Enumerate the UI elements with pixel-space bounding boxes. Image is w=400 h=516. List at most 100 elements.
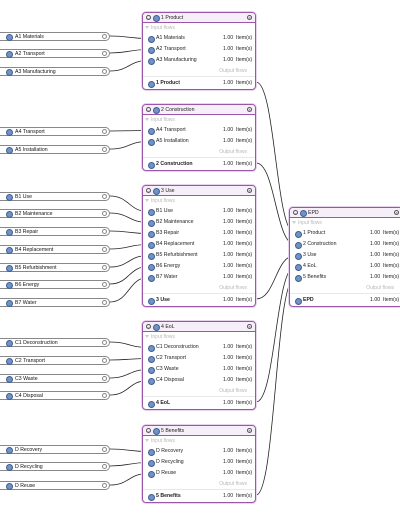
flow-unit[interactable]: Item(s) — [236, 470, 253, 476]
source-flow-pill[interactable]: D Recovery — [0, 444, 110, 454]
close-icon[interactable]: × — [247, 427, 252, 433]
flow-unit[interactable]: Item(s) — [236, 493, 253, 499]
flow-amount[interactable]: 1.00 — [223, 297, 234, 303]
flow-amount[interactable]: 1.00 — [223, 400, 234, 406]
output-port-icon[interactable] — [102, 68, 107, 74]
flow-amount[interactable]: 1.00 — [223, 366, 234, 372]
collapse-triangle-icon[interactable] — [145, 118, 149, 121]
flow-amount[interactable]: 1.00 — [223, 208, 234, 214]
flow-unit[interactable]: Item(s) — [236, 274, 253, 280]
source-flow-pill[interactable]: A4 Transport — [0, 126, 110, 136]
minimize-icon[interactable]: – — [146, 187, 151, 193]
output-port-icon[interactable] — [102, 128, 107, 134]
flow-amount[interactable]: 1.00 — [223, 80, 234, 86]
collapse-triangle-icon[interactable] — [292, 221, 296, 224]
output-port-icon[interactable] — [102, 482, 107, 488]
output-port-icon[interactable] — [102, 228, 107, 234]
output-port-icon[interactable] — [102, 264, 107, 270]
flow-amount[interactable]: 1.00 — [370, 241, 381, 247]
flow-amount[interactable]: 1.00 — [223, 127, 234, 133]
flow-amount[interactable]: 1.00 — [370, 297, 381, 303]
source-flow-pill[interactable]: B6 Energy — [0, 279, 110, 289]
minimize-icon[interactable]: – — [146, 323, 151, 329]
source-flow-pill[interactable]: C4 Disposal — [0, 390, 110, 400]
flow-amount[interactable]: 1.00 — [223, 459, 234, 465]
close-icon[interactable]: × — [247, 106, 252, 112]
output-port-icon[interactable] — [102, 146, 107, 152]
output-port-icon[interactable] — [102, 281, 107, 287]
flow-unit[interactable]: Item(s) — [236, 355, 253, 361]
close-icon[interactable]: × — [247, 323, 252, 329]
flow-amount[interactable]: 1.00 — [223, 230, 234, 236]
flow-unit[interactable]: Item(s) — [236, 219, 253, 225]
source-flow-pill[interactable]: B2 Maintenance — [0, 208, 110, 218]
source-flow-pill[interactable]: B4 Replacement — [0, 244, 110, 254]
flow-unit[interactable]: Item(s) — [383, 230, 400, 236]
output-port-icon[interactable] — [102, 446, 107, 452]
source-flow-pill[interactable]: A1 Materials — [0, 31, 110, 41]
close-icon[interactable]: × — [247, 187, 252, 193]
flow-amount[interactable]: 1.00 — [370, 252, 381, 258]
output-port-icon[interactable] — [102, 339, 107, 345]
source-flow-pill[interactable]: A2 Transport — [0, 48, 110, 58]
flow-unit[interactable]: Item(s) — [236, 252, 253, 258]
minimize-icon[interactable]: – — [146, 427, 151, 433]
flow-unit[interactable]: Item(s) — [236, 400, 253, 406]
flow-amount[interactable]: 1.00 — [223, 241, 234, 247]
flow-unit[interactable]: Item(s) — [236, 80, 253, 86]
flow-unit[interactable]: Item(s) — [236, 344, 253, 350]
flow-amount[interactable]: 1.00 — [223, 448, 234, 454]
source-flow-pill[interactable]: C1 Deconstruction — [0, 337, 110, 347]
output-port-icon[interactable] — [102, 33, 107, 39]
close-icon[interactable]: × — [247, 14, 252, 20]
flow-unit[interactable]: Item(s) — [236, 377, 253, 383]
minimize-icon[interactable]: – — [146, 14, 151, 20]
collapse-triangle-icon[interactable] — [145, 439, 149, 442]
flow-unit[interactable]: Item(s) — [236, 230, 253, 236]
flow-unit[interactable]: Item(s) — [236, 297, 253, 303]
source-flow-pill[interactable]: A3 Manufacturing — [0, 66, 110, 76]
source-flow-pill[interactable]: A5 Installation — [0, 144, 110, 154]
flow-unit[interactable]: Item(s) — [236, 127, 253, 133]
source-flow-pill[interactable]: C2 Transport — [0, 355, 110, 365]
flow-unit[interactable]: Item(s) — [236, 46, 253, 52]
flow-amount[interactable]: 1.00 — [223, 355, 234, 361]
flow-unit[interactable]: Item(s) — [236, 35, 253, 41]
flow-unit[interactable]: Item(s) — [383, 241, 400, 247]
close-icon[interactable]: × — [394, 209, 399, 215]
source-flow-pill[interactable]: B7 Water — [0, 297, 110, 307]
output-port-icon[interactable] — [102, 357, 107, 363]
flow-amount[interactable]: 1.00 — [223, 470, 234, 476]
output-port-icon[interactable] — [102, 392, 107, 398]
flow-amount[interactable]: 1.00 — [223, 219, 234, 225]
output-port-icon[interactable] — [102, 246, 107, 252]
flow-amount[interactable]: 1.00 — [370, 263, 381, 269]
